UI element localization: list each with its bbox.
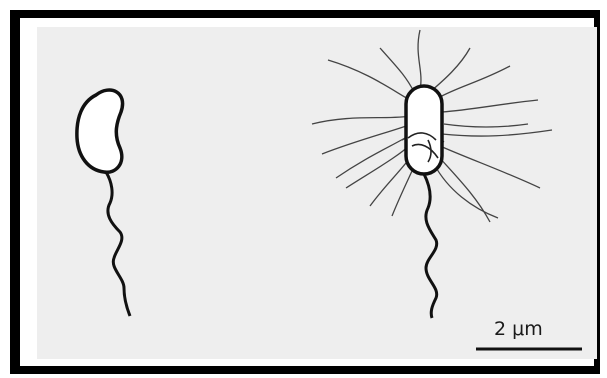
scale-bar-label: 2 μm (494, 318, 543, 340)
right-cell-body (406, 86, 442, 174)
